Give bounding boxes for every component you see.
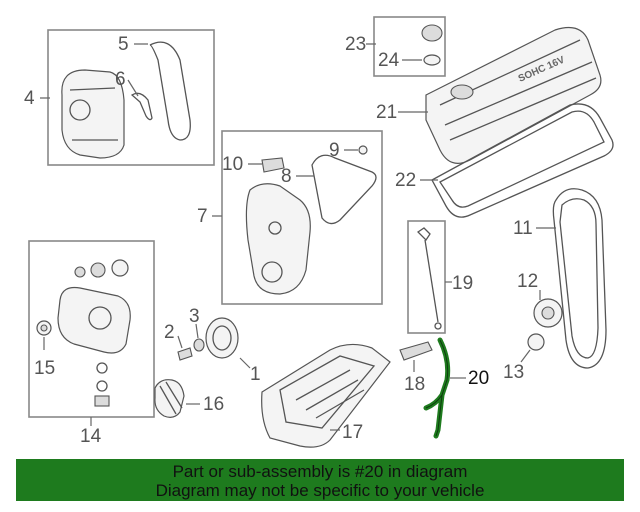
part-dipstick[interactable] [424,239,439,323]
part-washer-3[interactable] [193,338,205,352]
parts-diagram: 5 6 4 23 24 SOHC 16V 21 22 1 [24,16,614,448]
callout-6: 6 [115,69,126,90]
callout-8: 8 [281,166,292,187]
part-crank-pulley[interactable] [205,317,239,359]
callout-17: 17 [342,422,363,443]
part-idler-pulley[interactable] [527,333,545,351]
oil-pump-pulley [111,259,129,277]
callout-4: 4 [24,88,35,109]
inner-cover-seal-hole [261,261,283,283]
part-oil-filter[interactable] [154,379,185,418]
group-crank-pulley: 3 2 1 [164,306,261,385]
callout-9: 9 [329,140,340,161]
leader-lines-box-4 [40,43,148,99]
banner-line-1: Part or sub-assembly is #20 in diagram [172,462,468,481]
info-banner: Part or sub-assembly is #20 in diagram D… [16,459,624,501]
group-box-4: 5 6 4 [24,29,215,166]
part-timing-cover[interactable] [61,69,125,159]
part-inner-cover-gasket[interactable] [311,154,377,225]
group-part-20: 20 [423,337,489,439]
leader-lines-box-23 [366,43,422,61]
oil-filter-ribs [159,381,183,415]
callout-21: 21 [376,102,397,123]
oil-pump-o-ring [96,380,108,392]
callout-16: 16 [203,394,224,415]
oil-pump-washer [74,266,86,278]
valve-cover-filler-neck [450,84,474,100]
part-dipstick-tube-outline [425,339,449,437]
part-cover-gasket[interactable] [130,92,153,121]
leader-lines-box-7 [212,149,358,217]
callout-11: 11 [513,218,533,239]
callout-22: 22 [395,170,416,191]
callout-1: 1 [250,364,261,385]
dipstick-o-ring [434,322,442,330]
drive-belt-inner [559,198,599,359]
callout-13: 13 [503,362,524,383]
oil-pan-ribs [295,369,365,419]
group-part-18: 18 [399,341,433,395]
inner-cover-bolt-hole [268,221,282,235]
dipstick-handle [416,227,431,242]
callout-15: 15 [34,358,55,379]
callout-2: 2 [164,322,175,343]
callout-19: 19 [452,273,473,294]
part-oil-filler-cap[interactable] [421,24,443,42]
group-oil-filter: 16 [154,379,224,418]
oil-pump-rotor [88,306,112,330]
group-box-23: 23 24 [345,16,446,77]
group-box-14: 15 14 [28,240,155,447]
group-box-19: 19 [407,220,473,334]
crank-pulley-hub [212,325,232,351]
part-grommet-9[interactable] [358,145,368,155]
callout-23: 23 [345,34,366,55]
callout-3: 3 [189,306,200,327]
leader-lines-valve-cover [398,111,438,181]
oil-seal-center [40,324,48,332]
part-seal-10[interactable] [261,157,285,173]
leader-lines-belt [520,227,556,363]
tensioner-hub [541,306,555,320]
part-inner-timing-cover[interactable] [245,183,311,295]
group-box-7: 10 8 9 7 [197,130,383,305]
oil-pan-inner-rim [279,355,376,429]
part-cap-gasket[interactable] [423,54,441,66]
part-valve-cover-gasket[interactable] [431,103,614,218]
part-drive-belt[interactable] [552,188,607,369]
callout-12: 12 [517,271,538,292]
banner-line-2: Diagram may not be specific to your vehi… [155,481,485,500]
leader-lines-box-14 [43,337,92,426]
callout-20: 20 [468,368,489,389]
callout-10: 10 [222,154,243,175]
callout-18: 18 [404,374,425,395]
leader-lines-crank [177,323,251,369]
callout-14: 14 [80,426,102,447]
part-timing-belt[interactable] [149,41,191,141]
group-oil-pan: 17 [261,343,391,448]
group-accessory-belt: 11 12 13 [503,188,607,383]
group-valve-cover: SOHC 16V 21 22 [376,27,614,218]
part-oil-pan[interactable] [261,343,391,448]
valve-cover-gasket-inner [439,110,605,208]
part-bolt-2[interactable] [177,347,193,361]
timing-cover-ribs [69,87,118,141]
oil-pump-plug [94,395,110,407]
timing-cover-bolt-hole [69,99,91,121]
part-oil-pump[interactable] [57,286,131,354]
callout-7: 7 [197,206,208,227]
part-bracket-18[interactable] [399,341,433,361]
oil-pump-relief-ring [96,362,108,374]
callout-5: 5 [118,34,129,55]
oil-pump-gear [90,262,106,278]
group-box-19-frame [407,220,446,334]
callout-24: 24 [378,50,400,71]
